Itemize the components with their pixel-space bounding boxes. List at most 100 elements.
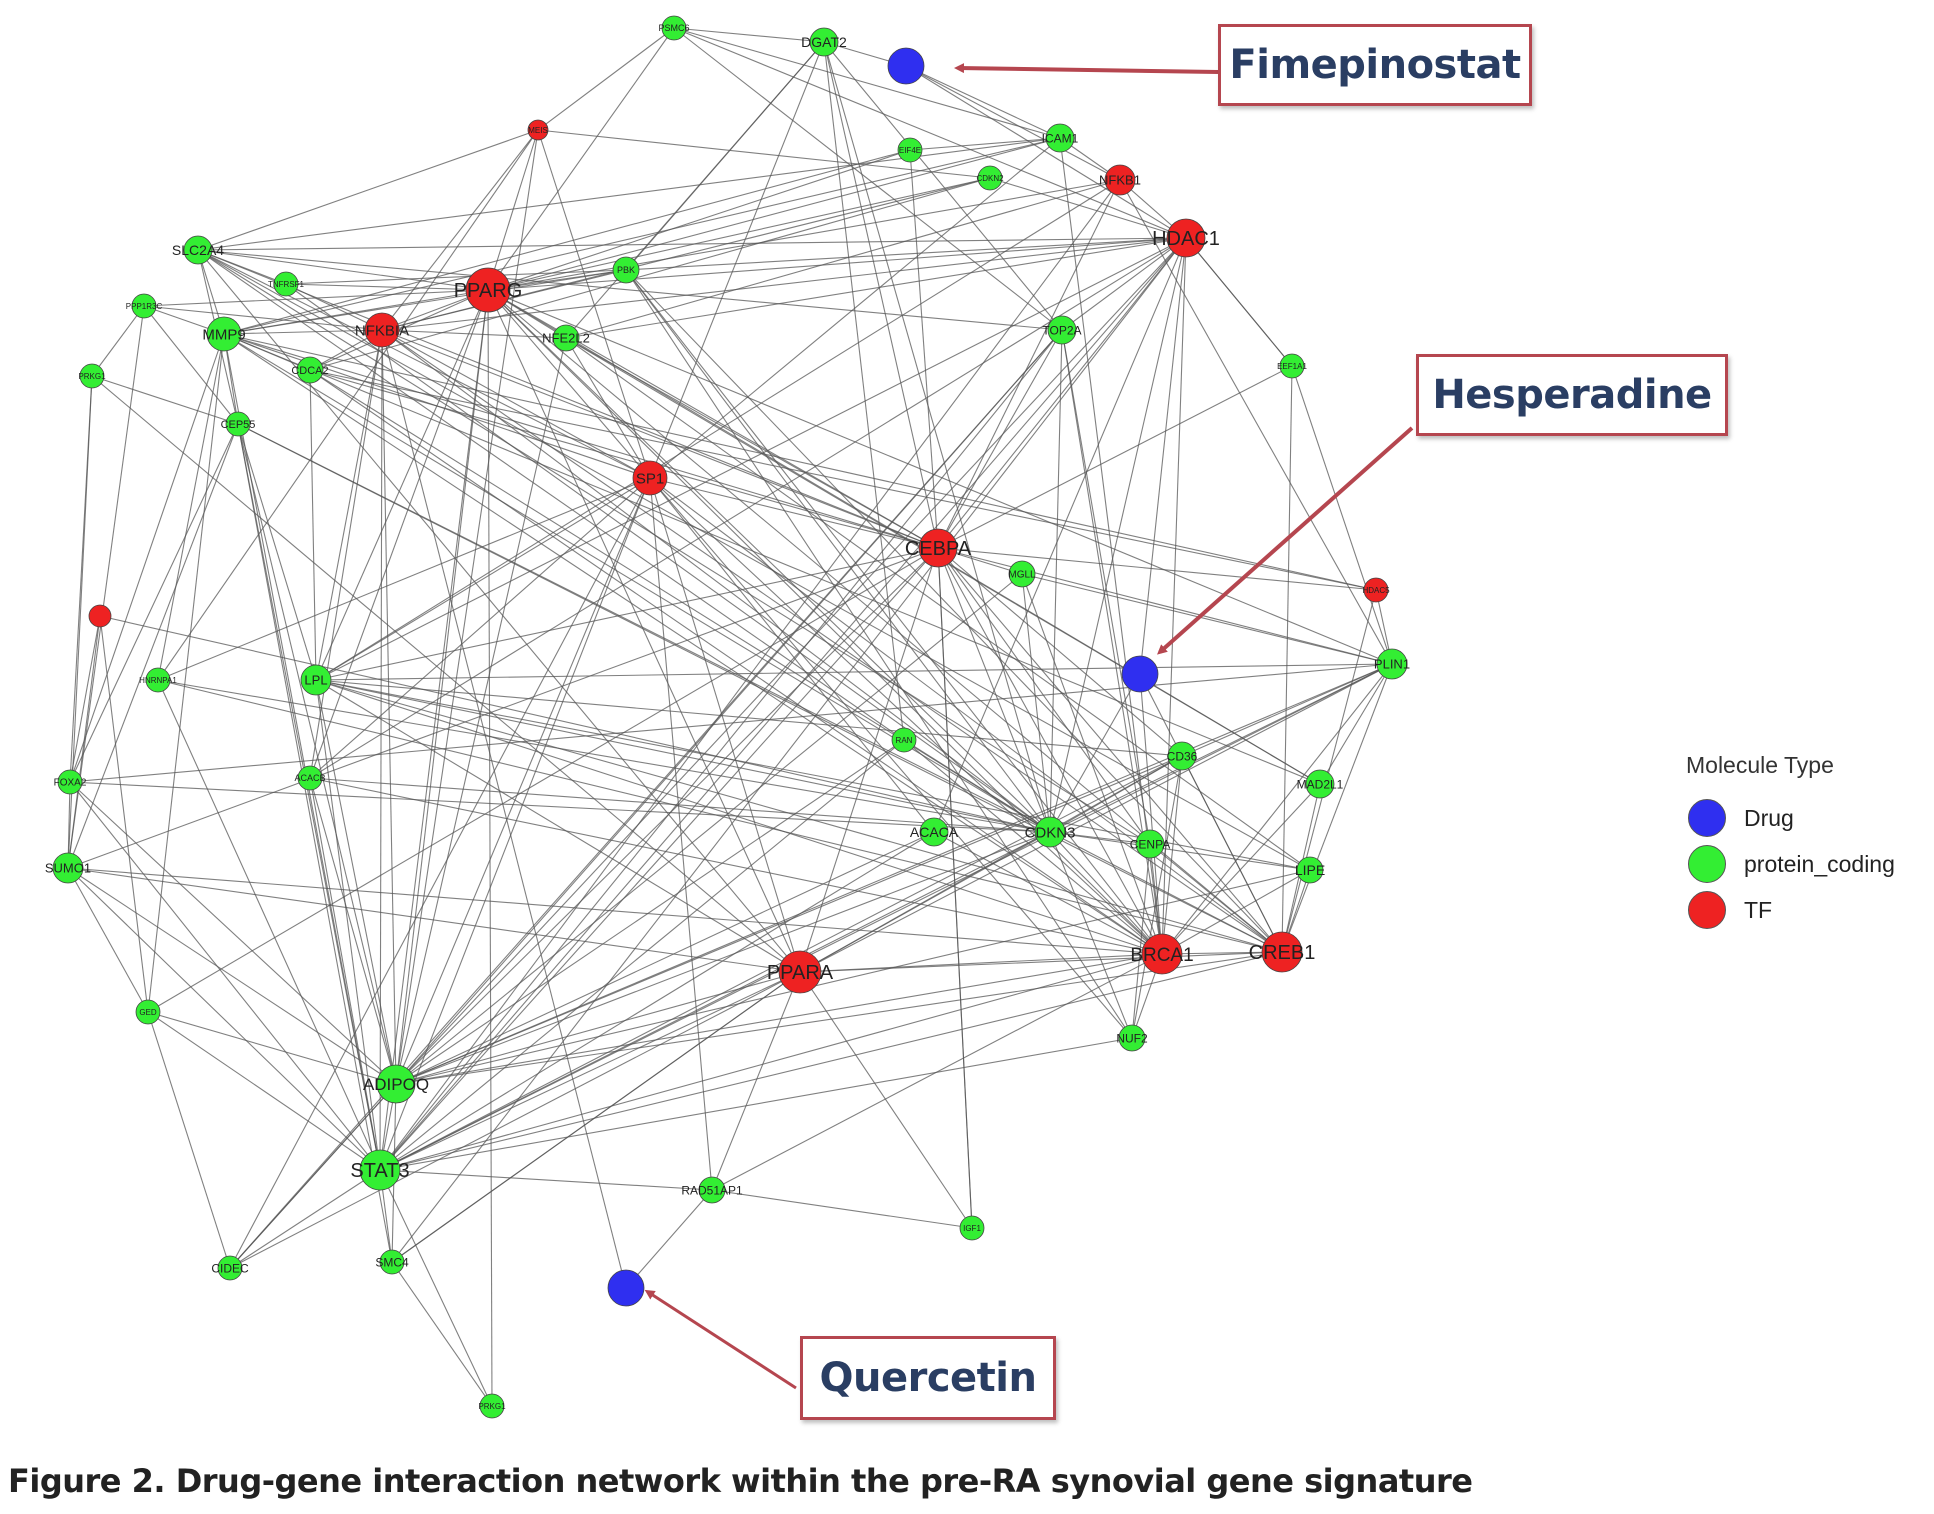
network-edge bbox=[537, 129, 651, 479]
network-edge bbox=[1049, 329, 1063, 833]
node-nfkbia: NFKBIA bbox=[355, 312, 409, 348]
node-label: GED bbox=[139, 1008, 157, 1017]
tf-node-circle bbox=[1261, 931, 1303, 973]
network-edge bbox=[197, 249, 651, 479]
node-label: HDAC1 bbox=[1152, 228, 1220, 250]
node-label: CDCA2 bbox=[291, 365, 328, 377]
network-edge bbox=[395, 663, 1393, 1085]
protein_coding-node-circle bbox=[1034, 816, 1066, 848]
network-edge bbox=[1139, 673, 1163, 955]
network-edge bbox=[1119, 179, 1393, 665]
network-edge bbox=[391, 237, 1187, 1263]
fimepinostat-callout: Fimepinostat bbox=[1218, 24, 1532, 106]
network-edge bbox=[799, 971, 973, 1229]
network-edge bbox=[649, 477, 1163, 955]
callout-arrows bbox=[644, 63, 1414, 1390]
network-edge bbox=[487, 149, 911, 291]
network-edge bbox=[537, 129, 991, 179]
network-edge bbox=[1021, 573, 1393, 665]
network-edge bbox=[309, 329, 383, 779]
network-edge bbox=[799, 663, 1393, 973]
network-edge bbox=[197, 249, 1063, 331]
network-edge bbox=[223, 333, 939, 549]
node-stat3: STAT3 bbox=[350, 1149, 410, 1191]
protein_coding-node-circle bbox=[919, 817, 949, 847]
network-edge bbox=[143, 305, 239, 425]
network-edge bbox=[395, 831, 935, 1085]
network-edge bbox=[649, 477, 935, 833]
network-edge bbox=[157, 679, 1283, 953]
network-edge bbox=[157, 679, 381, 1171]
network-edge bbox=[67, 867, 397, 1085]
network-edge bbox=[625, 1189, 713, 1289]
network-edge bbox=[395, 869, 1311, 1085]
node-label: CDKN3 bbox=[1025, 824, 1076, 841]
network-edge bbox=[395, 289, 489, 1085]
network-edge bbox=[69, 781, 381, 1171]
network-edge bbox=[1049, 831, 1311, 871]
network-edge bbox=[143, 289, 489, 307]
tf-node-circle bbox=[918, 528, 958, 568]
node-mad2l1: MAD2L1 bbox=[1297, 769, 1344, 799]
node-eef1a1: EEF1A1 bbox=[1277, 353, 1307, 379]
legend-label: TF bbox=[1744, 896, 1773, 923]
network-edge bbox=[909, 137, 1061, 151]
network-edge bbox=[285, 283, 489, 291]
network-edge bbox=[147, 1011, 381, 1171]
network-edge bbox=[391, 971, 801, 1263]
network-edge bbox=[1319, 663, 1393, 785]
network-edge bbox=[379, 1169, 493, 1407]
network-edge bbox=[823, 41, 1063, 331]
network-edge bbox=[1061, 237, 1187, 331]
node-cdca2: CDCA2 bbox=[291, 356, 329, 384]
node-mgll: MGLL bbox=[1008, 560, 1036, 588]
network-edge bbox=[237, 423, 381, 1171]
node-drug-52 bbox=[607, 1269, 645, 1307]
network-edge bbox=[229, 1169, 381, 1269]
network-edge bbox=[309, 777, 1163, 955]
network-edge bbox=[649, 477, 1283, 953]
node-hnrnpa1: HNRNPA1 bbox=[139, 667, 177, 693]
node-label: PPARG bbox=[454, 280, 523, 302]
network-edge bbox=[381, 129, 539, 331]
node-label: HDAC5 bbox=[1362, 586, 1390, 595]
network-edge bbox=[285, 283, 383, 331]
network-edge bbox=[309, 777, 381, 1171]
tf-node-circle bbox=[527, 119, 549, 141]
protein_coding-node-circle bbox=[57, 769, 83, 795]
node-label: LIPE bbox=[1295, 862, 1325, 878]
network-edge bbox=[157, 129, 539, 681]
network-edge bbox=[379, 831, 935, 1171]
network-edge bbox=[229, 1083, 397, 1269]
protein_coding-node-circle bbox=[206, 316, 242, 352]
network-edge bbox=[1281, 589, 1377, 953]
node-label: SUMO1 bbox=[45, 861, 91, 876]
network-edge bbox=[147, 333, 225, 1013]
network-edge bbox=[379, 329, 383, 1171]
network-edge bbox=[147, 547, 939, 1013]
node-pparg: PPARG bbox=[454, 267, 523, 313]
node-ar bbox=[88, 604, 112, 628]
network-edge bbox=[711, 1189, 973, 1229]
network-edge bbox=[197, 237, 1187, 251]
network-edge bbox=[1161, 663, 1393, 955]
network-edge bbox=[309, 369, 1163, 955]
network-edge bbox=[67, 867, 381, 1171]
node-label: PPP1R3C bbox=[126, 302, 163, 311]
node-label: TOP2A bbox=[1042, 323, 1081, 337]
protein_coding-node-circle bbox=[1296, 856, 1324, 884]
network-edge bbox=[229, 971, 801, 1269]
legend-item-protein-coding: protein_coding bbox=[1688, 844, 1895, 884]
network-edge bbox=[197, 249, 939, 549]
network-edge bbox=[381, 329, 939, 549]
network-edge bbox=[937, 547, 1163, 955]
network-edge bbox=[625, 269, 1133, 1039]
network-edge bbox=[315, 679, 1283, 953]
network-edge bbox=[937, 547, 1377, 591]
network-edge bbox=[381, 329, 627, 1289]
network-edge bbox=[67, 305, 145, 869]
network-edge bbox=[309, 369, 939, 549]
network-edge bbox=[99, 615, 1051, 833]
network-edge bbox=[1139, 237, 1187, 675]
